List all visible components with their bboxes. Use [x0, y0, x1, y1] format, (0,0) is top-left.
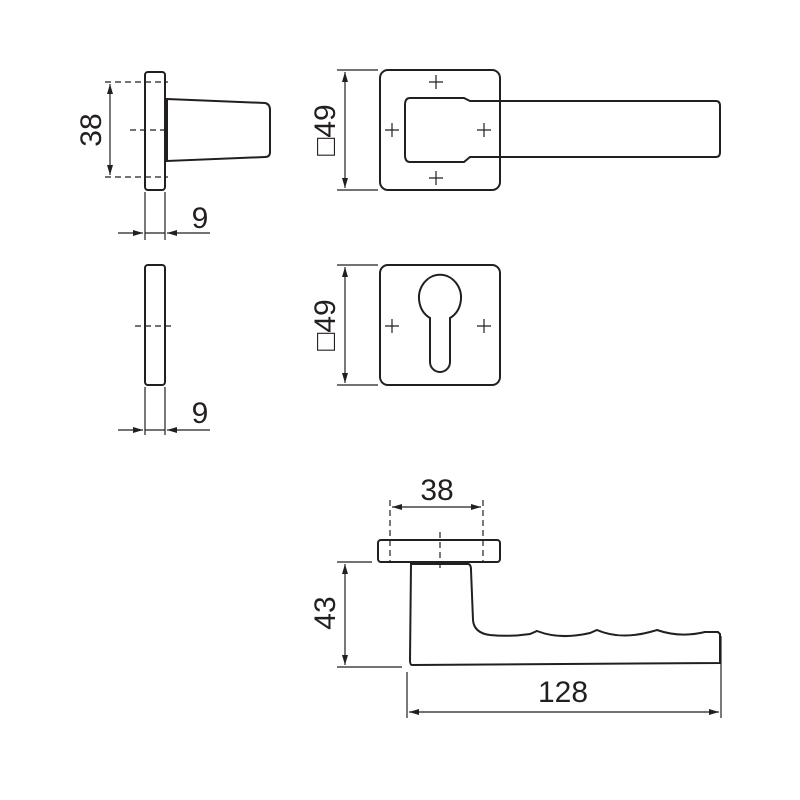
dim-plate-size-top: □49 [309, 104, 342, 156]
dim-plate-size-bottom: □49 [309, 299, 342, 351]
dim-lever-rose-width: 38 [420, 474, 453, 507]
dim-lever-length: 128 [538, 676, 588, 709]
lever-side-profile: 38 43 128 [309, 474, 722, 718]
dim-rose-diameter: 38 [75, 113, 108, 146]
dim-lever-height: 43 [309, 596, 342, 629]
side-view-escutcheon: 9 [118, 264, 210, 435]
front-view-keyhole-plate: □49 [309, 264, 501, 386]
dim-rose-thickness-top: 9 [192, 202, 209, 235]
screw-cross-marks [385, 75, 491, 185]
front-view-lever-plate: □49 [309, 69, 721, 191]
dim-rose-thickness-bottom: 9 [192, 397, 209, 430]
cylinder-keyhole [418, 273, 462, 373]
side-view-rose-with-knob: 38 9 [75, 71, 271, 240]
